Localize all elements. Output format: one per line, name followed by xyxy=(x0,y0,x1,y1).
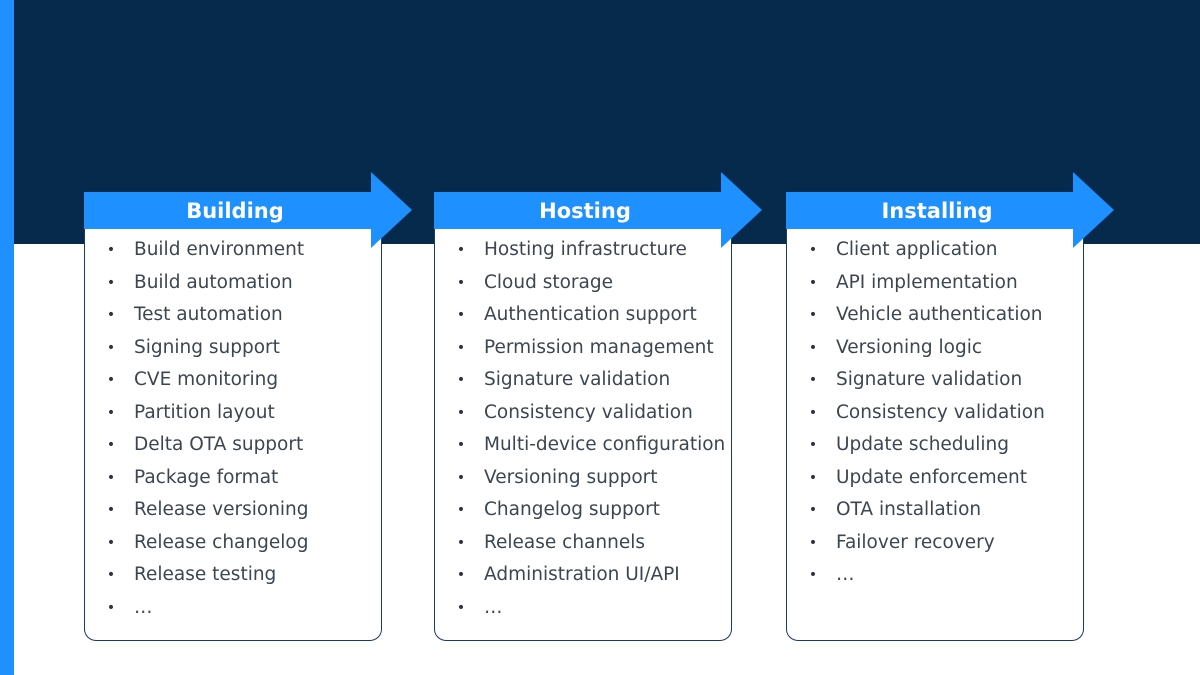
bullet-icon: • xyxy=(808,307,818,323)
bullet-icon: • xyxy=(808,437,818,453)
list-item-text: Package format xyxy=(134,466,279,488)
column-installing: Installing • Client application • API imple… xyxy=(786,172,1116,642)
hosting-card xyxy=(434,210,732,641)
bullet-icon: • xyxy=(456,469,466,486)
list-item-text: Permission management xyxy=(484,336,714,358)
bullet-icon: • xyxy=(456,404,466,421)
bullet-icon: • xyxy=(106,339,116,356)
bullet-icon: • xyxy=(456,534,466,551)
bullet-icon: • xyxy=(808,274,818,291)
installing-arrow xyxy=(786,172,1114,248)
bullet-icon: • xyxy=(106,437,116,453)
list-item-text: CVE monitoring xyxy=(134,369,279,390)
list-item-text: Vehicle authentication xyxy=(836,304,1043,325)
bullet-icon: • xyxy=(456,567,466,583)
list-item-text: Partition layout xyxy=(134,401,275,423)
list-item-text: Versioning logic xyxy=(836,336,983,358)
list-item-text: Update scheduling xyxy=(836,434,1010,455)
bullet-icon: • xyxy=(456,242,466,258)
list-item-text: Release changelog xyxy=(134,531,309,553)
bullet-icon: • xyxy=(106,372,116,388)
building-arrow xyxy=(84,172,412,248)
list-item-text: Update enforcement xyxy=(836,466,1027,488)
hosting-arrow xyxy=(434,172,762,248)
list-item-text: Release testing xyxy=(134,564,277,585)
bullet-icon: • xyxy=(456,339,466,356)
bullet-icon: • xyxy=(456,437,466,453)
building-title: Building xyxy=(186,199,284,223)
column-building: Building • Build environment • Build automa… xyxy=(84,172,414,642)
bullet-icon: • xyxy=(808,339,818,356)
list-item-text: … xyxy=(836,564,855,585)
bullet-icon: • xyxy=(106,307,116,323)
list-item-text: Signature validation xyxy=(484,369,671,390)
bullet-icon: • xyxy=(106,599,116,616)
list-item-text: Consistency validation xyxy=(836,401,1045,423)
list-item-text: Signing support xyxy=(134,336,280,358)
bullet-icon: • xyxy=(106,242,116,258)
bullet-icon: • xyxy=(808,469,818,486)
list-item-text: Changelog support xyxy=(484,499,660,520)
list-item-text: Release versioning xyxy=(134,499,309,520)
bullet-icon: • xyxy=(808,404,818,421)
bullet-icon: • xyxy=(456,307,466,323)
bullet-icon: • xyxy=(106,404,116,421)
list-item-text: Hosting infrastructure xyxy=(484,239,687,260)
bullet-icon: • xyxy=(456,372,466,388)
bullet-icon: • xyxy=(808,534,818,551)
list-item-text: Versioning support xyxy=(484,466,658,488)
bullet-icon: • xyxy=(456,502,466,518)
list-item-text: Multi-device configuration xyxy=(484,434,726,455)
list-item-text: Delta OTA support xyxy=(134,434,304,455)
bullet-icon: • xyxy=(808,502,818,518)
list-item-text: Cloud storage xyxy=(484,271,614,293)
list-item-text: API implementation xyxy=(836,271,1018,293)
bullet-icon: • xyxy=(456,274,466,291)
column-hosting: Hosting • Hosting infrastructure • Cloud st… xyxy=(434,172,764,642)
bullet-icon: • xyxy=(106,274,116,291)
list-item-text: Administration UI/API xyxy=(484,564,680,585)
bullet-icon: • xyxy=(106,469,116,486)
list-item-text: … xyxy=(484,596,503,618)
bullet-icon: • xyxy=(808,372,818,388)
bullet-icon: • xyxy=(808,567,818,583)
left-accent-bar xyxy=(0,0,14,675)
bullet-icon: • xyxy=(106,534,116,551)
list-item-text: Failover recovery xyxy=(836,531,995,553)
bullet-icon: • xyxy=(808,242,818,258)
installing-card xyxy=(786,210,1084,641)
installing-title: Installing xyxy=(881,199,993,223)
bullet-icon: • xyxy=(106,502,116,518)
list-item-text: Test automation xyxy=(134,304,283,325)
list-item-text: Consistency validation xyxy=(484,401,693,423)
list-item-text: Build environment xyxy=(134,239,305,260)
hosting-title: Hosting xyxy=(539,199,631,223)
list-item-text: … xyxy=(134,596,153,618)
list-item-text: Build automation xyxy=(134,271,293,293)
list-item-text: Client application xyxy=(836,239,998,260)
building-card xyxy=(84,210,382,641)
bullet-icon: • xyxy=(456,599,466,616)
list-item-text: Authentication support xyxy=(484,304,697,325)
list-item-text: Release channels xyxy=(484,531,646,553)
list-item-text: Signature validation xyxy=(836,369,1023,390)
list-item-text: OTA installation xyxy=(836,499,982,520)
bullet-icon: • xyxy=(106,567,116,583)
